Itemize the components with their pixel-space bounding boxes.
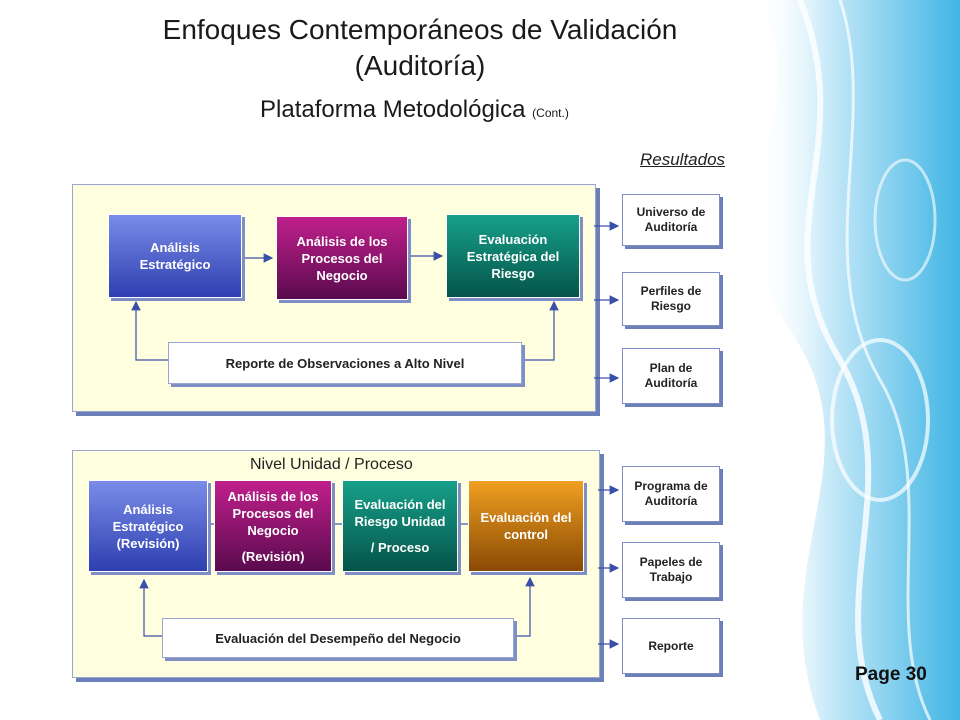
box-evaluacion-riesgo-unidad-line2: / Proceso <box>370 540 430 555</box>
box-evaluacion-riesgo-unidad-line1: Evaluación del Riesgo Unidad <box>354 497 446 529</box>
bottom-panel-title: Nivel Unidad / Proceso <box>250 456 413 473</box>
box-evaluacion-estrategica: Evaluación Estratégica del Riesgo <box>446 214 580 298</box>
box-evaluacion-riesgo-unidad: Evaluación del Riesgo Unidad / Proceso <box>342 480 458 572</box>
result-papeles-trabajo: Papeles de Trabajo <box>622 542 720 598</box>
result-reporte: Reporte <box>622 618 720 674</box>
page-subtitle: Plataforma Metodológica (Cont.) <box>260 96 569 124</box>
result-universo-auditoria: Universo de Auditoría <box>622 194 720 246</box>
box-analisis-estrategico-revision: Análisis Estratégico (Revisión) <box>88 480 208 572</box>
box-reporte-observaciones: Reporte de Observaciones a Alto Nivel <box>168 342 522 384</box>
subtitle-text: Plataforma Metodológica <box>260 96 526 123</box>
page-title-line1: Enfoques Contemporáneos de Validación <box>162 14 678 45</box>
box-evaluacion-desempeno: Evaluación del Desempeño del Negocio <box>162 618 514 658</box>
result-perfiles-riesgo: Perfiles de Riesgo <box>622 272 720 326</box>
result-programa-auditoria: Programa de Auditoría <box>622 466 720 522</box>
resultados-label: Resultados <box>640 150 726 169</box>
box-analisis-procesos: Análisis de los Procesos del Negocio <box>276 216 408 300</box>
box-analisis-procesos-revision: Análisis de los Procesos del Negocio (Re… <box>214 480 332 572</box>
subtitle-small: (Cont.) <box>532 106 569 120</box>
box-analisis-estrategico: Análisis Estratégico <box>108 214 242 298</box>
result-plan-auditoria: Plan de Auditoría <box>622 348 720 404</box>
box-analisis-procesos-revision-line2: (Revisión) <box>241 548 305 564</box>
box-evaluacion-control: Evaluación del control <box>468 480 584 572</box>
page-number: Page 30 <box>855 664 927 685</box>
box-analisis-procesos-revision-line1: Análisis de los Procesos del Negocio <box>227 488 319 538</box>
page-title-line2: (Auditoría) <box>354 50 486 81</box>
